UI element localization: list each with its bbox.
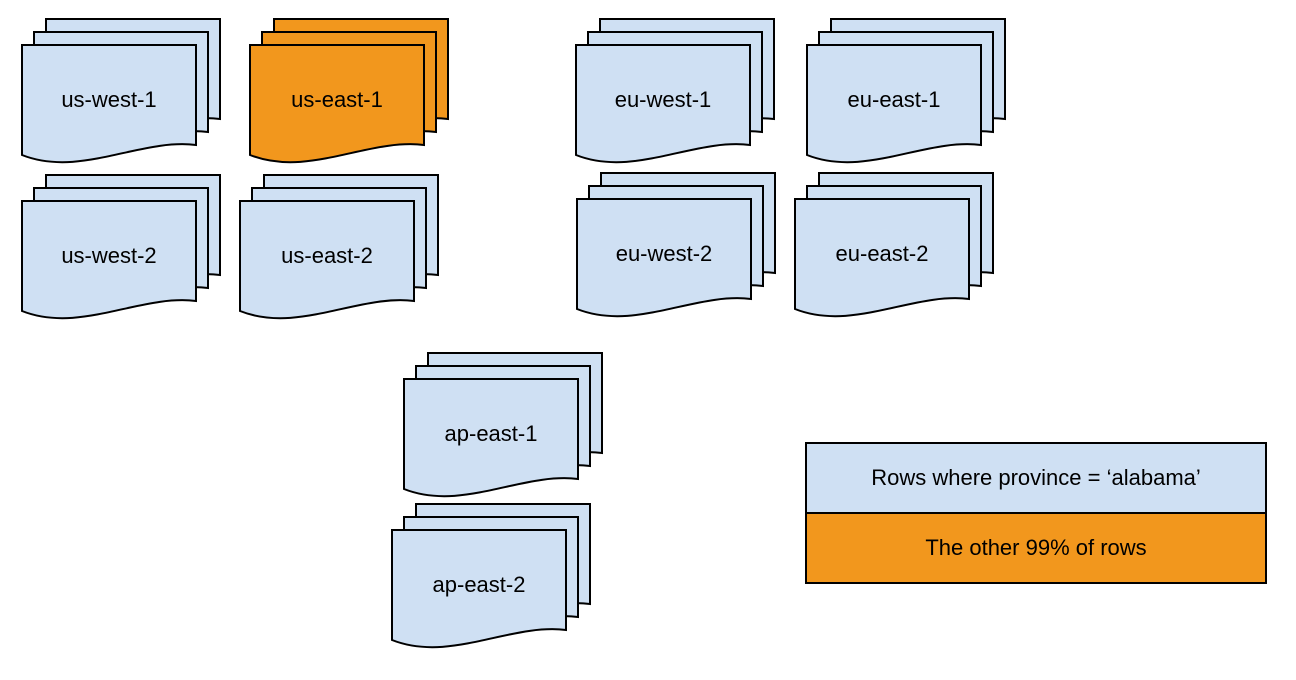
region-stack-ap-east-1: ap-east-1	[402, 351, 604, 509]
document-page-front-icon	[21, 200, 197, 320]
region-stack-us-east-2: us-east-2	[238, 173, 440, 331]
region-stack-eu-east-1: eu-east-1	[805, 17, 1007, 175]
partition-legend: Rows where province = ‘alabama’ The other…	[805, 442, 1267, 584]
document-page-front-icon	[21, 44, 197, 164]
region-stack-us-west-2: us-west-2	[20, 173, 222, 331]
region-stack-eu-east-2: eu-east-2	[793, 171, 995, 329]
region-stack-eu-west-1: eu-west-1	[574, 17, 776, 175]
document-page-front-icon	[403, 378, 579, 498]
document-page-front-icon	[576, 198, 752, 318]
region-stack-us-east-1: us-east-1	[248, 17, 450, 175]
region-stack-eu-west-2: eu-west-2	[575, 171, 777, 329]
document-page-front-icon	[575, 44, 751, 164]
region-stack-us-west-1: us-west-1	[20, 17, 222, 175]
document-page-front-icon	[806, 44, 982, 164]
legend-row-alabama-rows: Rows where province = ‘alabama’	[807, 444, 1265, 512]
document-page-front-icon	[391, 529, 567, 649]
document-page-front-icon	[794, 198, 970, 318]
document-page-front-icon	[249, 44, 425, 164]
legend-row-other-rows: The other 99% of rows	[807, 512, 1265, 582]
document-page-front-icon	[239, 200, 415, 320]
legend-row-label: Rows where province = ‘alabama’	[871, 465, 1201, 490]
region-stack-ap-east-2: ap-east-2	[390, 502, 592, 660]
legend-row-label: The other 99% of rows	[925, 535, 1147, 560]
